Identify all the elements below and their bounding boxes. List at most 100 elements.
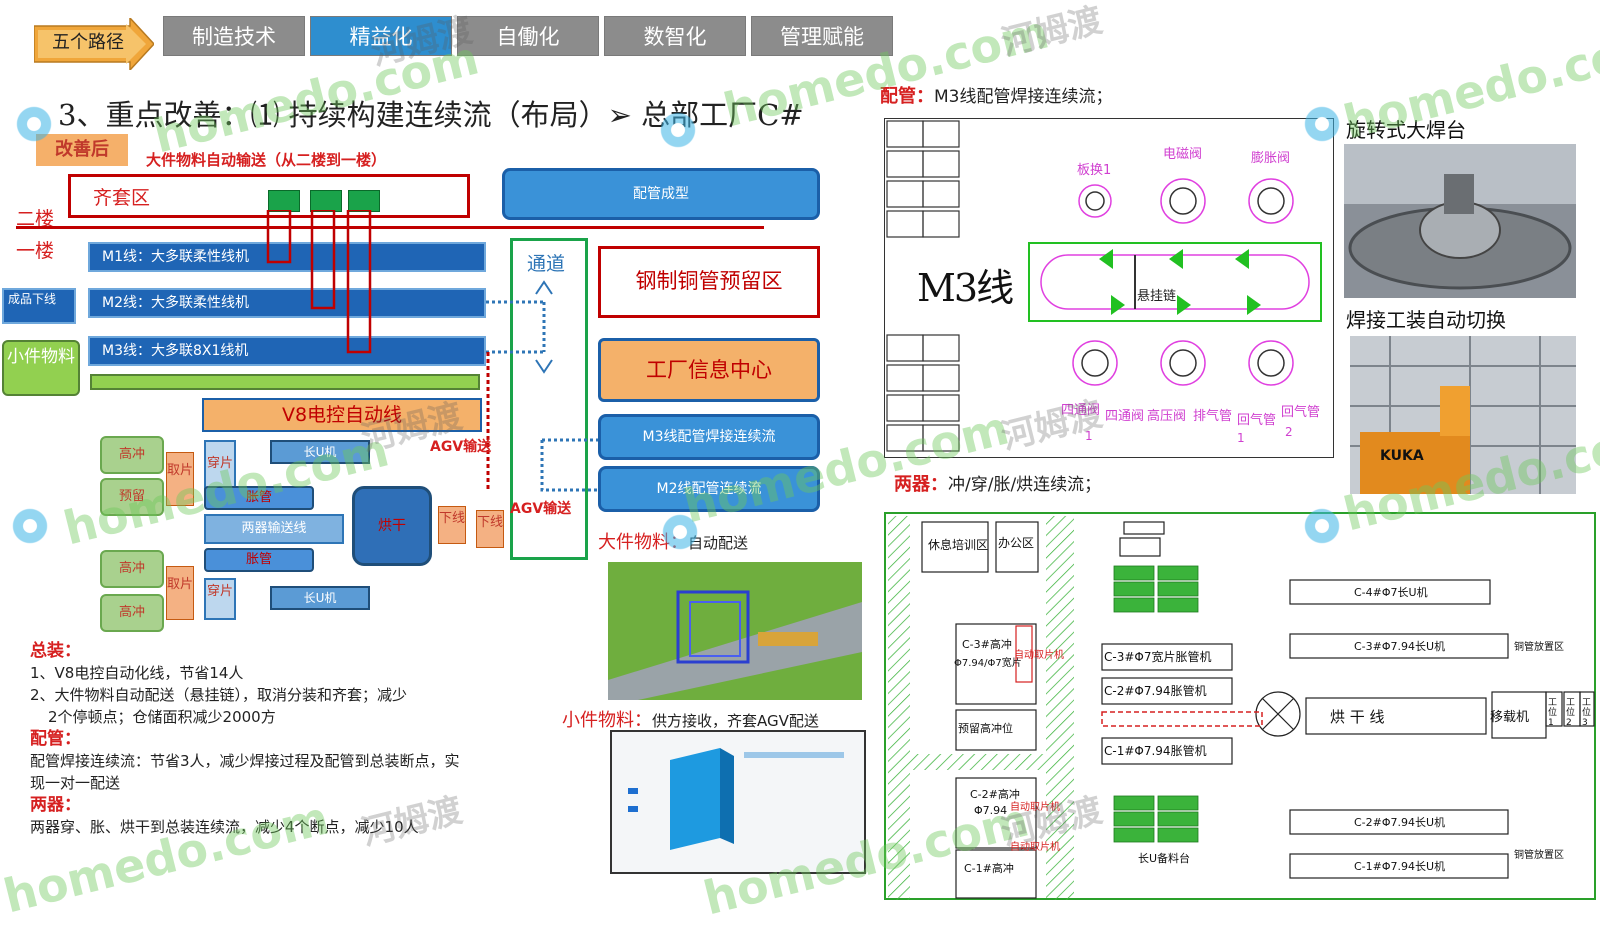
small-material-render (610, 730, 866, 874)
c3-high-punch-spec: Φ7.94/Φ7宽片 (954, 658, 1022, 669)
high-punch-3: 高冲 (100, 594, 164, 632)
green-line-bar (90, 374, 480, 390)
rest-training-area: 休息培训区 (928, 538, 989, 552)
auto-fin-picker-1: 自动取片机 (1014, 650, 1064, 661)
station-3: 工位3 (1582, 698, 1592, 728)
c2-high-punch: C-2#高冲 (970, 788, 1020, 801)
tab-management-empowerment[interactable]: 管理赋能 (751, 16, 893, 56)
c1-tube-expander: C-1#Φ7.94胀管机 (1104, 744, 1207, 758)
green-carrier (268, 190, 300, 212)
notes-piping-heading: 配管： (30, 729, 81, 749)
fin-picker-2: 取片 (166, 566, 194, 620)
green-carrier (310, 190, 342, 212)
c1-long-u: C-1#Φ7.94长U机 (1354, 860, 1446, 873)
high-punch-2: 高冲 (100, 550, 164, 588)
floor-divider (16, 226, 764, 229)
line-m3: M3线：大多联8X1线机 (88, 336, 486, 366)
small-parts-box: 小件物料 (2, 340, 80, 396)
large-material-label: 大件物料： (598, 532, 688, 553)
tab-manufacturing-tech[interactable]: 制造技术 (163, 16, 305, 56)
c2-tube-expander: C-2#Φ7.94胀管机 (1104, 684, 1207, 698)
pipe-forming-box: 配管成型 (502, 168, 820, 220)
c3-long-u: C-3#Φ7.94长U机 (1354, 640, 1446, 653)
oven-line: 烘 干 线 (1330, 708, 1385, 726)
long-u-machine-2: 长U机 (270, 586, 370, 610)
two-device-section-caption: 两器：冲/穿/胀/烘连续流； (894, 470, 1101, 496)
watermark-logo-icon (4, 500, 56, 552)
two-device-plant-layout: 休息培训区 办公区 C-3#高冲 Φ7.94/Φ7宽片 预留高冲位 C-2#高冲… (884, 512, 1596, 900)
notes-assembly-1: 1、V8电控自动化线，节省14人 (30, 664, 244, 682)
label-plate-exchanger: 板换1 (1077, 163, 1112, 178)
small-material-label: 小件物料： (562, 710, 652, 731)
path-badge-label: 五个路径 (52, 32, 124, 53)
copper-tube-area-2: 铜管放置区 (1514, 850, 1564, 861)
c1-high-punch: C-1#高冲 (964, 862, 1014, 875)
notes-piping-1: 配管焊接连续流：节省3人，减少焊接过程及配管到总装断点，实 (30, 752, 460, 770)
v8-control-auto-line: V8电控自动线 (202, 398, 482, 432)
auto-fin-picker-3: 自动取片机 (1010, 842, 1060, 853)
two-device-section-label: 两器： (894, 474, 948, 495)
summary-notes: 总装： 1、V8电控自动化线，节省14人 2、大件物料自动配送（悬挂链），取消分… (30, 640, 560, 838)
notes-two-device-1: 两器穿、胀、烘干到总装连续流，减少4个断点，减少10人 (30, 818, 419, 836)
piping-section-caption: 配管：M3线配管焊接连续流； (880, 82, 1112, 108)
kuka-brand: KUKA (1380, 448, 1424, 464)
large-material-text: 自动配送 (688, 534, 749, 552)
notes-assembly-3: 2个停顿点；仓储面积减少2000方 (48, 708, 276, 726)
notes-assembly-heading: 总装： (30, 641, 81, 661)
office-area: 办公区 (998, 536, 1035, 550)
high-punch-1: 高冲 (100, 436, 164, 474)
floor-2-label: 二楼 (16, 208, 55, 230)
tab-digital-intelligence[interactable]: 数智化 (604, 16, 746, 56)
m3-welding-flow-box: M3线配管焊接连续流 (598, 414, 820, 460)
label-overhead-chain: 悬挂链 (1137, 289, 1177, 304)
steel-copper-reserve-area: 钢制铜管预留区 (598, 246, 820, 318)
m3-line-label: M3线 (917, 266, 1014, 310)
rotary-welding-table-label: 旋转式大焊台 (1346, 118, 1466, 142)
small-material-text: 供方接收，齐套AGV配送 (652, 712, 819, 730)
notes-piping-2: 现一对一配送 (30, 774, 121, 792)
m3-cad-diagram: M3线 板换1 电磁阀 膨胀阀 悬挂链 四通阀 四通阀 高压阀 排气管 回气管 … (884, 118, 1334, 458)
rotary-welding-table-photo (1344, 144, 1576, 298)
copper-tube-area-1: 铜管放置区 (1514, 642, 1564, 653)
label-high-pressure-valve: 高压阀 (1147, 409, 1187, 424)
long-u-machine-1: 长U机 (270, 440, 370, 464)
label-suffix-1: 1 (1085, 429, 1093, 443)
c4-long-u: C-4#Φ7长U机 (1354, 586, 1428, 599)
label-four-way-valve-2: 四通阀 (1105, 409, 1145, 424)
tube-expander-1: 胀管 (204, 486, 314, 510)
label-solenoid-valve: 电磁阀 (1163, 147, 1203, 162)
finished-output-box: 成品下线 (2, 288, 76, 324)
tab-autonomation[interactable]: 自働化 (457, 16, 599, 56)
conveyor-caption: 大件物料自动输送（从二楼到一楼） (146, 151, 387, 169)
small-material-caption: 小件物料：供方接收，齐套AGV配送 (562, 706, 819, 732)
passage: 通道 (510, 238, 588, 560)
kit-area-label: 齐套区 (93, 187, 151, 209)
page-title: 3、重点改善：⑴ 持续构建连续流（布局）➢ 总部工厂C# (58, 98, 804, 132)
label-expansion-valve: 膨胀阀 (1251, 151, 1291, 166)
c2-long-u: C-2#Φ7.94长U机 (1354, 816, 1446, 829)
auto-fin-picker-2: 自动取片机 (1010, 802, 1060, 813)
two-device-section-text: 冲/穿/胀/烘连续流； (948, 475, 1102, 495)
large-material-render (608, 562, 862, 700)
fin-picker-1: 取片 (166, 452, 194, 506)
c3-high-punch: C-3#高冲 (962, 638, 1012, 651)
reserved-high-punch: 预留高冲位 (958, 722, 1013, 735)
large-material-caption: 大件物料：自动配送 (598, 528, 748, 554)
tab-lean[interactable]: 精益化 (310, 16, 452, 56)
label-return-pipe-1: 回气管 (1237, 413, 1277, 428)
label-exhaust-pipe: 排气管 (1193, 409, 1233, 424)
line-m1: M1线：大多联柔性线机 (88, 242, 486, 272)
notes-assembly-2: 2、大件物料自动配送（悬挂链），取消分装和齐套；减少 (30, 686, 408, 704)
piping-section-label: 配管： (880, 86, 934, 107)
long-u-prep-table: 长U备料台 (1138, 852, 1191, 865)
agv-flow-lines (486, 280, 600, 492)
welding-fixture-photo: KUKA (1350, 336, 1576, 494)
overhead-conveyor-loops (266, 210, 372, 354)
watermark-cn: 河姆渡 (997, 0, 1107, 64)
offline-2: 下线 (476, 510, 504, 548)
label-four-way-valve-1: 四通阀 (1061, 403, 1101, 418)
oven: 烘干 (352, 486, 432, 566)
after-improvement-tag: 改善后 (36, 134, 128, 166)
threading-2: 穿片 (204, 578, 236, 620)
factory-info-center: 工厂信息中心 (598, 338, 820, 402)
